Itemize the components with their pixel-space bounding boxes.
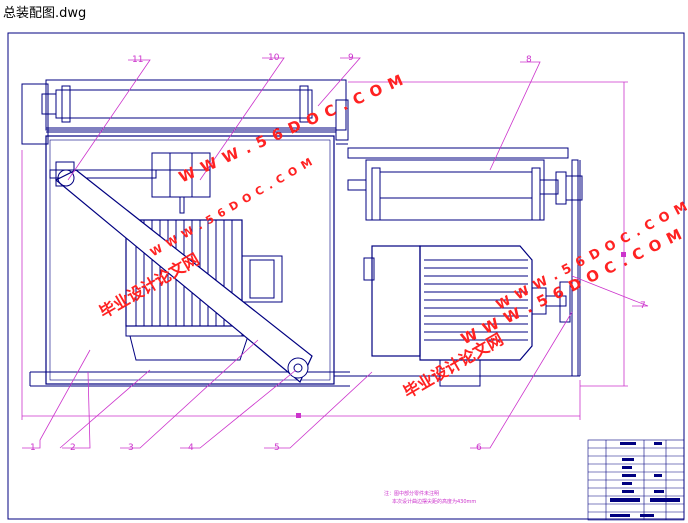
top-beam	[45, 79, 347, 131]
drawing-frame	[7, 32, 685, 520]
assembly-drawing: 11 10 9 8 1 2 3 4 5 6 7	[7, 32, 685, 521]
part-label-2: 2	[70, 443, 76, 453]
title-block-marks	[610, 442, 680, 517]
part-label-7: 7	[640, 301, 646, 311]
part-label-5: 5	[274, 443, 280, 453]
main-housing	[45, 135, 335, 385]
part-label-8: 8	[526, 55, 532, 65]
part-label-3: 3	[128, 443, 134, 453]
note-line-1: 注：图中部分零件未注明	[384, 491, 440, 497]
file-title: 总装配图.dwg	[3, 6, 87, 21]
part-label-10: 10	[268, 53, 280, 63]
roller-assembly	[336, 143, 583, 377]
part-label-1: 1	[30, 443, 36, 453]
cad-drawing-canvas[interactable]: 11 10 9 8 1 2 3 4 5 6 7	[0, 20, 688, 523]
leader-lines	[22, 57, 649, 449]
part-label-4: 4	[188, 443, 194, 453]
lever-arm	[54, 169, 313, 383]
part-label-9: 9	[348, 53, 354, 63]
part-label-6: 6	[476, 443, 482, 453]
drawing-note: 注：图中部分零件未注明 本次设计曲边摆尖距的高度为430mm	[384, 490, 476, 506]
note-line-2: 本次设计曲边摆尖距的高度为430mm	[392, 499, 477, 505]
title-block	[587, 439, 685, 521]
part-label-11: 11	[132, 55, 143, 65]
right-motor	[363, 245, 571, 387]
reducer	[151, 152, 211, 198]
window-title-bar: 总装配图.dwg	[0, 0, 688, 21]
